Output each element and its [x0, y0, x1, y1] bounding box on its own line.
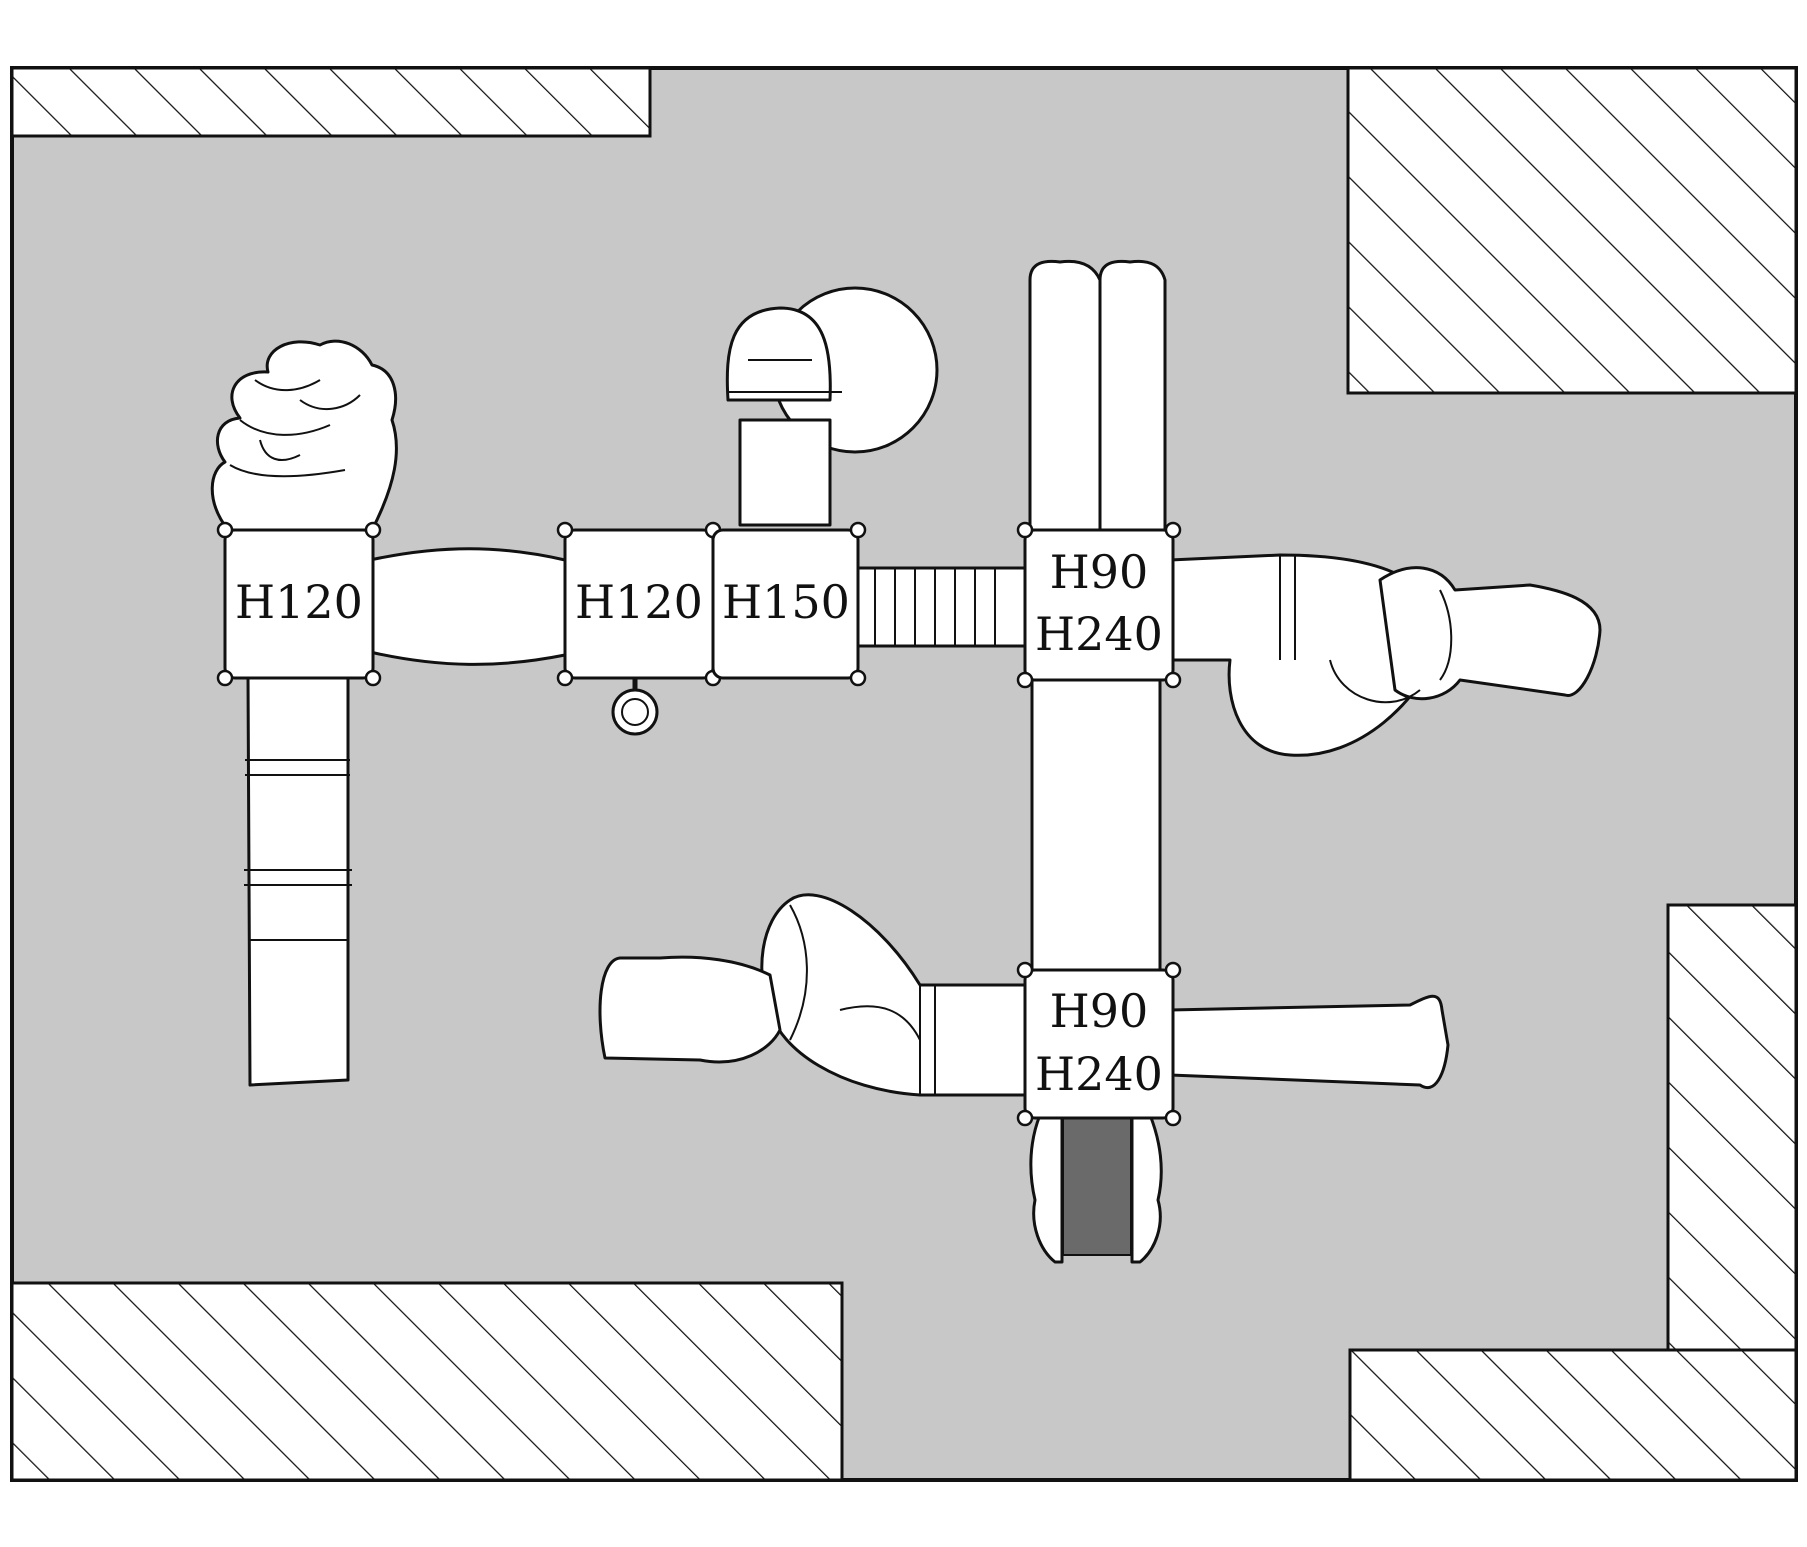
restricted-zones: [10, 66, 1798, 1482]
climbing-rock: [210, 339, 398, 532]
tower-label-line-2: H240: [1035, 607, 1163, 661]
restricted-zone-right: [1666, 903, 1798, 1352]
rope-ladder: [1029, 1113, 1163, 1264]
double-slide: [1028, 259, 1167, 532]
tower-t2[interactable]: H120: [556, 521, 722, 687]
tower-t4[interactable]: H90 H240: [1016, 521, 1182, 689]
spiral-tube-slide-right: [1168, 553, 1602, 757]
wavy-bridge: [368, 547, 567, 666]
straight-slide: [1168, 994, 1450, 1089]
tower-t5[interactable]: H90 H240: [1016, 961, 1182, 1127]
tower-t3[interactable]: H150: [711, 521, 867, 687]
telescope-panel: [611, 676, 659, 736]
tower-label-line-1: H90: [1050, 545, 1149, 599]
tower-label: H120: [235, 575, 363, 629]
spiral-tube-slide-left: [598, 893, 1027, 1097]
tower-label-line-2: H240: [1035, 1047, 1163, 1101]
round-tube-slide: [725, 286, 939, 527]
restricted-zone-bottom-right: [1348, 1348, 1798, 1482]
restricted-zone-top-right: [1346, 66, 1798, 395]
restricted-zone-bottom-left: [10, 1281, 844, 1482]
restricted-zone-top-left: [10, 66, 652, 138]
tower-label: H120: [575, 575, 703, 629]
ladder-left: [244, 673, 352, 1087]
vertical-bridge: [1030, 678, 1162, 972]
tower-label: H150: [722, 575, 850, 629]
crawl-tunnel: [853, 566, 1027, 648]
tower-t1[interactable]: H120: [216, 521, 382, 687]
tower-label-line-1: H90: [1050, 984, 1149, 1038]
